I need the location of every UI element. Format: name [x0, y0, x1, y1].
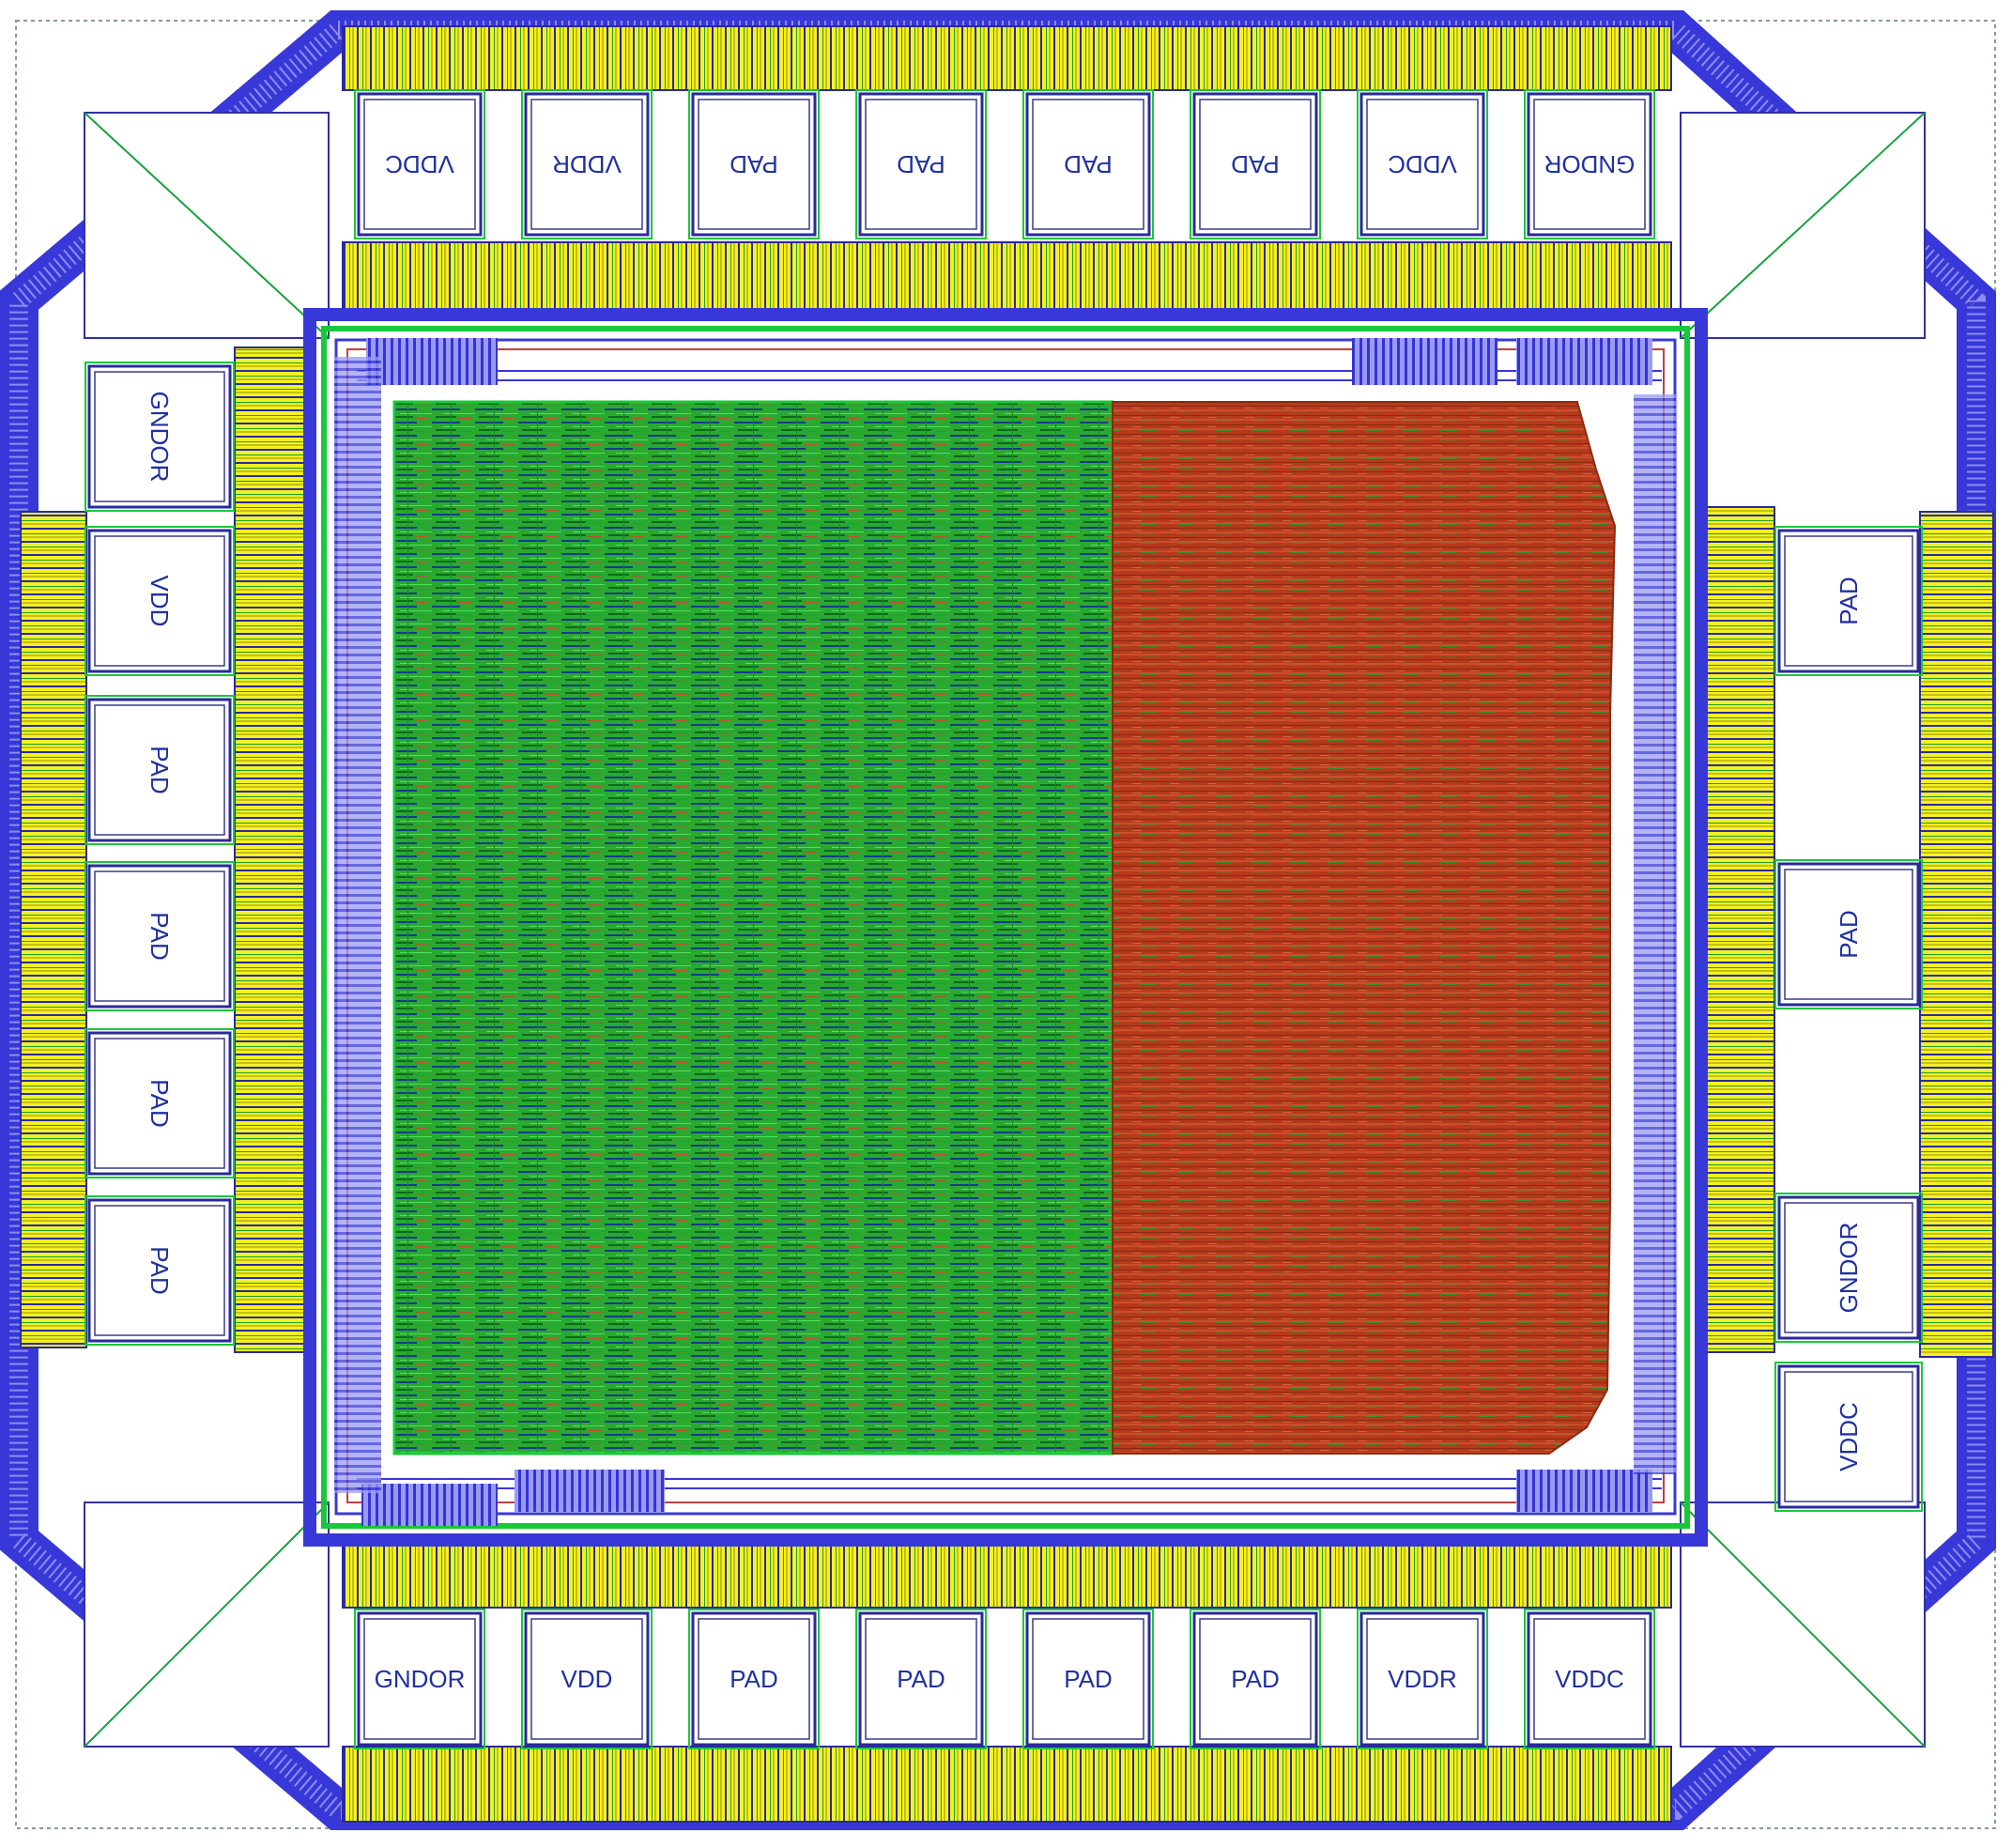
pad-cell-left-4: PAD: [84, 1028, 235, 1178]
pad-label: VDDR: [552, 150, 622, 178]
pads-left: GNDOR VDD PAD PAD PAD PAD: [84, 362, 235, 1346]
pad-label: PAD: [897, 1665, 945, 1693]
pad-label: GNDOR: [146, 392, 174, 483]
pad-cell-right-2: GNDOR: [1774, 1193, 1923, 1343]
pad-label: PAD: [146, 746, 174, 794]
pad-label: GNDOR: [1835, 1223, 1863, 1314]
pad-label: VDDC: [385, 150, 454, 178]
pad-label: VDDC: [1835, 1402, 1863, 1471]
pad-label: PAD: [146, 1246, 174, 1295]
pad-label: PAD: [146, 912, 174, 961]
pad-cell-left-3: PAD: [84, 861, 235, 1011]
pad-label: GNDOR: [1544, 150, 1636, 178]
pad-cell-bottom-4: PAD: [1022, 1609, 1154, 1749]
pad-cell-top-5: PAD: [1190, 89, 1321, 239]
pad-cell-top-3: PAD: [855, 89, 987, 239]
pad-cell-top-2: PAD: [688, 89, 820, 239]
core-power-ring: [303, 308, 1708, 1547]
pad-label: VDDR: [1388, 1665, 1457, 1693]
pad-label: VDD: [146, 576, 174, 627]
pad-cell-top-1: VDDR: [521, 89, 653, 239]
pad-cell-right-1: PAD: [1774, 859, 1923, 1009]
pad-label: PAD: [730, 1665, 778, 1693]
corner-cells: [84, 112, 1926, 1748]
pad-cell-left-5: PAD: [84, 1195, 235, 1346]
pad-cell-right-0: PAD: [1774, 526, 1923, 676]
pad-cell-top-0: VDDC: [354, 89, 485, 239]
standard-cell-logic: [394, 402, 1113, 1454]
pad-cell-left-0: GNDOR: [84, 362, 235, 512]
pad-cell-left-2: PAD: [84, 695, 235, 845]
pad-label: PAD: [730, 150, 778, 178]
pad-label: PAD: [1064, 150, 1113, 178]
pad-label: PAD: [897, 150, 945, 178]
pad-cell-right-3: VDDC: [1774, 1362, 1923, 1512]
pad-cell-bottom-1: VDD: [521, 1609, 653, 1749]
pad-label: VDD: [561, 1665, 613, 1693]
pad-cell-top-6: VDDC: [1357, 89, 1488, 239]
pad-label: PAD: [146, 1079, 174, 1128]
pad-label: VDDC: [1555, 1665, 1624, 1693]
pad-label: VDDC: [1388, 150, 1457, 178]
pads-right: PAD PAD GNDOR VDDC: [1774, 526, 1923, 1512]
pad-label: PAD: [1231, 150, 1280, 178]
pad-cell-bottom-6: VDDR: [1357, 1609, 1488, 1749]
pad-cell-top-7: GNDOR: [1524, 89, 1655, 239]
pad-label: PAD: [1835, 910, 1863, 959]
pads-top: VDDC VDDR PAD PAD PAD PAD VDDC GNDOR: [354, 89, 1655, 239]
pad-label: GNDOR: [375, 1665, 466, 1693]
pad-label: PAD: [1231, 1665, 1280, 1693]
pad-cell-bottom-5: PAD: [1190, 1609, 1321, 1749]
pad-label: PAD: [1064, 1665, 1113, 1693]
pads-bottom: GNDOR VDD PAD PAD PAD PAD VDDR VDDC: [354, 1609, 1655, 1749]
pad-label: PAD: [1835, 577, 1863, 625]
pad-cell-bottom-2: PAD: [688, 1609, 820, 1749]
pad-cell-left-1: VDD: [84, 526, 235, 676]
memory-block: [1112, 401, 1617, 1455]
pad-cell-bottom-0: GNDOR: [354, 1609, 485, 1749]
pad-cell-top-4: PAD: [1022, 89, 1154, 239]
pad-cell-bottom-3: PAD: [855, 1609, 987, 1749]
pad-cell-bottom-7: VDDC: [1524, 1609, 1655, 1749]
